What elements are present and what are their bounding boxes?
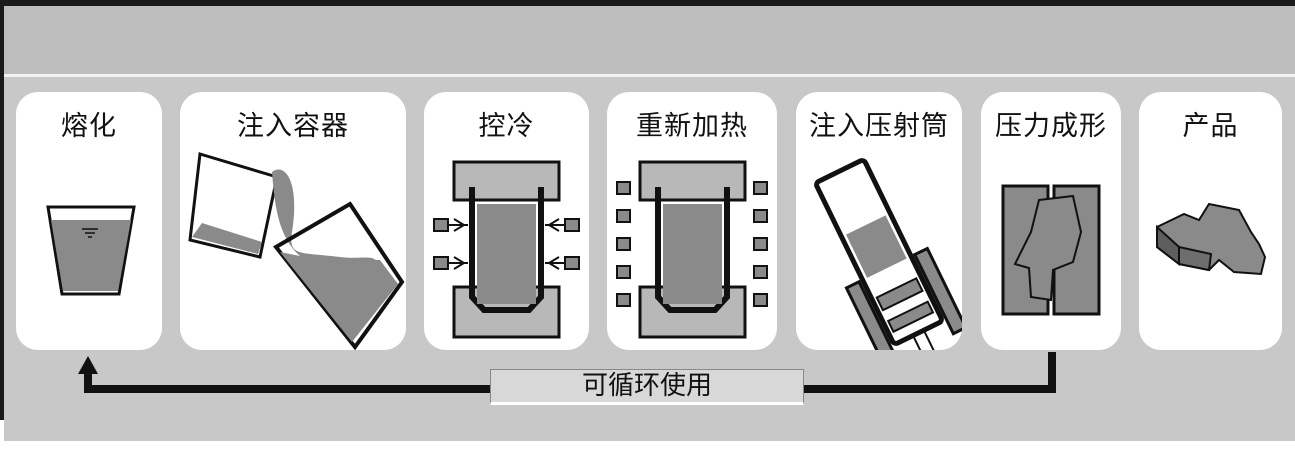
step-panel-melting: 熔化	[16, 92, 162, 350]
header-band	[4, 6, 1295, 74]
step-title: 熔化	[61, 111, 117, 142]
step-title: 重新加热	[636, 111, 748, 142]
mold-cooling-icon	[433, 160, 580, 339]
step-title: 注入压射筒	[809, 111, 949, 142]
crucible-icon	[46, 205, 136, 296]
step-title: 控冷	[478, 111, 535, 142]
step-panel-pour: 注入容器	[180, 92, 406, 350]
frame-border-top	[0, 0, 1295, 6]
step-panel-forming: 压力成形	[981, 92, 1121, 350]
mold-reheating-icon	[616, 160, 768, 339]
step-panel-cooling: 控冷	[424, 92, 589, 350]
step-title: 注入容器	[237, 111, 349, 142]
step-panel-reheating: 重新加热	[607, 92, 777, 350]
pouring-icon	[188, 152, 405, 350]
frame-border-left	[0, 0, 4, 420]
step-panel-injection: 注入压射筒	[796, 92, 962, 350]
shot-sleeve-icon	[814, 158, 962, 350]
step-panel-product: 产品	[1139, 92, 1282, 350]
recycle-label: 可循环使用	[490, 369, 804, 405]
step-title: 压力成形	[995, 111, 1107, 142]
header-divider	[4, 74, 1295, 77]
step-title: 产品	[1182, 111, 1239, 142]
product-part-icon	[1156, 202, 1267, 276]
die-forming-icon	[1001, 184, 1101, 316]
